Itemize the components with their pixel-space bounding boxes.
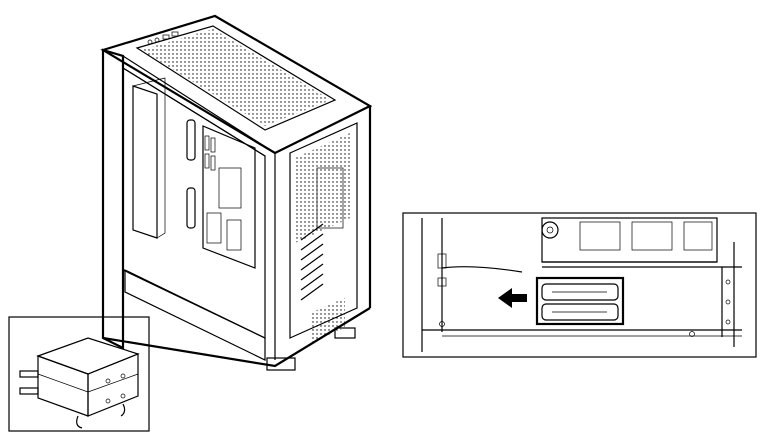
drive-sled-lower <box>541 303 619 321</box>
cable-clips <box>204 135 216 171</box>
motherboard-tray <box>202 125 256 269</box>
drive-sled-upper <box>541 283 619 301</box>
inset-frame <box>8 316 150 432</box>
screw-arrow-left <box>76 415 83 429</box>
drive-cage-drawing <box>8 316 150 432</box>
drive-cage-installed <box>535 276 625 326</box>
pc-case-drawing <box>100 14 373 371</box>
screw-arrow-right <box>120 403 126 417</box>
cable-grommet-lower <box>186 187 196 229</box>
rear-fan-grill <box>295 133 350 243</box>
inset-frame <box>402 212 757 358</box>
top-vent-pattern <box>141 29 331 126</box>
front-panel <box>101 48 125 350</box>
cable-grommet-upper <box>186 119 196 161</box>
psu-shroud <box>124 269 266 361</box>
upper-drive-bays <box>541 217 742 268</box>
inset-drive-cage <box>8 316 150 432</box>
slide-direction-arrow <box>498 288 527 308</box>
front-io-ports <box>147 31 179 45</box>
inset-drive-bay <box>402 212 757 358</box>
case-foot <box>266 357 296 371</box>
drive-bay-drawing <box>402 212 757 358</box>
main-case-illustration <box>95 8 385 378</box>
fan-icon <box>541 221 559 239</box>
left-shroud <box>132 85 158 239</box>
